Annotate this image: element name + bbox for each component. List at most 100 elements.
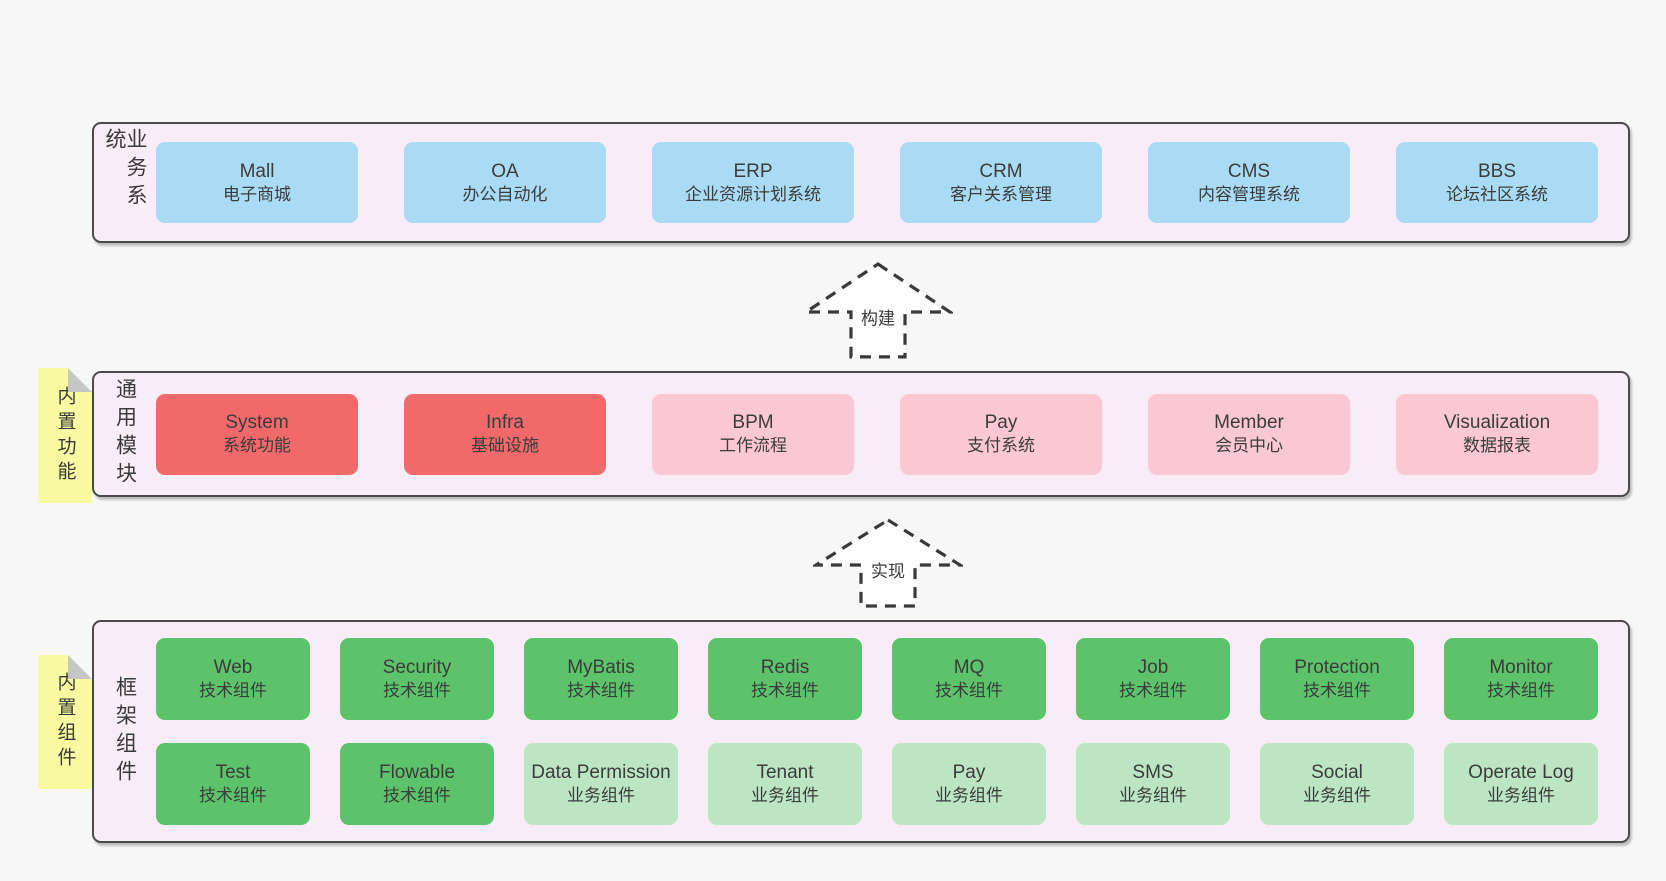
- box-name: CRM: [979, 160, 1023, 182]
- box-name: SMS: [1132, 762, 1174, 784]
- box-mall: Mall 电子商城: [156, 142, 358, 223]
- box-desc: 业务组件: [935, 786, 1003, 806]
- sticky-tab-builtin-features: 内置功能: [38, 368, 92, 503]
- box-desc: 客户关系管理: [950, 184, 1052, 204]
- box-desc: 业务组件: [751, 786, 819, 806]
- box-name: Redis: [760, 657, 810, 679]
- box-desc: 技术组件: [567, 681, 635, 701]
- box-desc: 技术组件: [199, 786, 267, 806]
- arrow-label: 构建: [861, 308, 895, 328]
- box-name: Security: [382, 657, 452, 679]
- box-name: Pay: [984, 412, 1018, 434]
- box-test: Test 技术组件: [156, 743, 310, 825]
- box-mq: MQ 技术组件: [892, 638, 1046, 720]
- box-pay: Pay 支付系统: [900, 393, 1102, 475]
- arrow-implement: 实现: [813, 517, 963, 609]
- box-bbs: BBS 论坛社区系统: [1396, 142, 1598, 223]
- business-systems-row: Mall 电子商城 OA 办公自动化 ERP 企业资源计划系统 CRM 客户关系…: [156, 142, 1598, 223]
- arrow-shape: [813, 518, 963, 608]
- box-name: MyBatis: [567, 657, 635, 679]
- box-name: Protection: [1294, 657, 1380, 679]
- box-redis: Redis 技术组件: [708, 638, 862, 720]
- sticky-tab-label: 内置功能: [54, 385, 76, 486]
- layer-title-business-systems: 业务系统: [103, 128, 147, 212]
- layer-title-framework-components: 框架组件: [113, 675, 137, 788]
- framework-components-row-2: Test 技术组件 Flowable 技术组件 Data Permission …: [156, 743, 1598, 825]
- box-desc: 基础设施: [471, 436, 539, 456]
- box-desc: 内容管理系统: [1198, 184, 1300, 204]
- box-desc: 技术组件: [935, 681, 1003, 701]
- box-name: BBS: [1477, 160, 1517, 182]
- layer-framework-components: 框架组件 Web 技术组件 Security 技术组件 MyBatis 技术组件…: [92, 620, 1630, 843]
- box-desc: 业务组件: [567, 786, 635, 806]
- box-desc: 论坛社区系统: [1446, 184, 1548, 204]
- box-mybatis: MyBatis 技术组件: [524, 638, 678, 720]
- box-name: Tenant: [756, 762, 814, 784]
- box-desc: 技术组件: [1487, 681, 1555, 701]
- box-desc: 数据报表: [1463, 436, 1531, 456]
- layer-common-modules: 通用模块 System 系统功能 Infra 基础设施 BPM 工作流程 Pay…: [92, 371, 1630, 497]
- box-desc: 办公自动化: [462, 184, 548, 204]
- box-desc: 技术组件: [383, 681, 451, 701]
- box-name: BPM: [732, 412, 774, 434]
- sticky-tab-builtin-components: 内置组件: [38, 655, 92, 789]
- box-name: CMS: [1227, 160, 1271, 182]
- box-name: ERP: [733, 160, 773, 182]
- box-name: Infra: [485, 412, 525, 434]
- box-data-permission: Data Permission 业务组件: [524, 743, 678, 825]
- box-cms: CMS 内容管理系统: [1148, 142, 1350, 223]
- box-desc: 技术组件: [1303, 681, 1371, 701]
- common-modules-row: System 系统功能 Infra 基础设施 BPM 工作流程 Pay 支付系统…: [156, 393, 1598, 475]
- layer-title-common-modules: 通用模块: [113, 378, 137, 490]
- box-monitor: Monitor 技术组件: [1444, 638, 1598, 720]
- box-flowable: Flowable 技术组件: [340, 743, 494, 825]
- box-desc: 技术组件: [383, 786, 451, 806]
- box-tenant: Tenant 业务组件: [708, 743, 862, 825]
- box-system: System 系统功能: [156, 393, 358, 475]
- box-operate-log: Operate Log 业务组件: [1444, 743, 1598, 825]
- arrow-up-dashed-icon: 构建: [803, 262, 953, 359]
- box-erp: ERP 企业资源计划系统: [652, 142, 854, 223]
- box-name: OA: [491, 160, 519, 182]
- box-social: Social 业务组件: [1260, 743, 1414, 825]
- box-desc: 技术组件: [199, 681, 267, 701]
- box-visualization: Visualization 数据报表: [1396, 393, 1598, 475]
- arrow-shape: [803, 262, 953, 359]
- framework-components-row-1: Web 技术组件 Security 技术组件 MyBatis 技术组件 Redi…: [156, 638, 1598, 720]
- box-desc: 会员中心: [1215, 436, 1283, 456]
- box-desc: 支付系统: [967, 436, 1035, 456]
- box-name: MQ: [953, 657, 985, 679]
- box-name: Data Permission: [531, 762, 671, 784]
- sticky-tab-label: 内置组件: [54, 672, 76, 772]
- box-member: Member 会员中心: [1148, 393, 1350, 475]
- box-sms: SMS 业务组件: [1076, 743, 1230, 825]
- box-name: Monitor: [1489, 657, 1553, 679]
- box-protection: Protection 技术组件: [1260, 638, 1414, 720]
- box-name: Pay: [952, 762, 986, 784]
- box-name: Member: [1214, 412, 1284, 434]
- box-name: System: [225, 412, 289, 434]
- box-desc: 工作流程: [719, 436, 787, 456]
- box-desc: 企业资源计划系统: [685, 184, 821, 204]
- arrow-label: 实现: [871, 562, 905, 581]
- box-name: Visualization: [1443, 412, 1551, 434]
- box-security: Security 技术组件: [340, 638, 494, 720]
- box-desc: 业务组件: [1119, 786, 1187, 806]
- box-name: Social: [1311, 762, 1363, 784]
- box-name: Flowable: [378, 762, 456, 784]
- box-desc: 技术组件: [751, 681, 819, 701]
- box-web: Web 技术组件: [156, 638, 310, 720]
- box-crm: CRM 客户关系管理: [900, 142, 1102, 223]
- layer-business-systems: 业务系统 Mall 电子商城 OA 办公自动化 ERP 企业资源计划系统 CRM…: [92, 122, 1630, 243]
- box-name: Operate Log: [1468, 762, 1574, 784]
- box-name: Job: [1137, 657, 1169, 679]
- arrow-up-dashed-icon: 实现: [813, 518, 963, 608]
- box-oa: OA 办公自动化: [404, 142, 606, 223]
- arrow-build: 构建: [803, 261, 953, 361]
- box-desc: 系统功能: [223, 436, 291, 456]
- box-desc: 业务组件: [1487, 786, 1555, 806]
- box-name: Web: [213, 657, 253, 679]
- box-job: Job 技术组件: [1076, 638, 1230, 720]
- box-pay: Pay 业务组件: [892, 743, 1046, 825]
